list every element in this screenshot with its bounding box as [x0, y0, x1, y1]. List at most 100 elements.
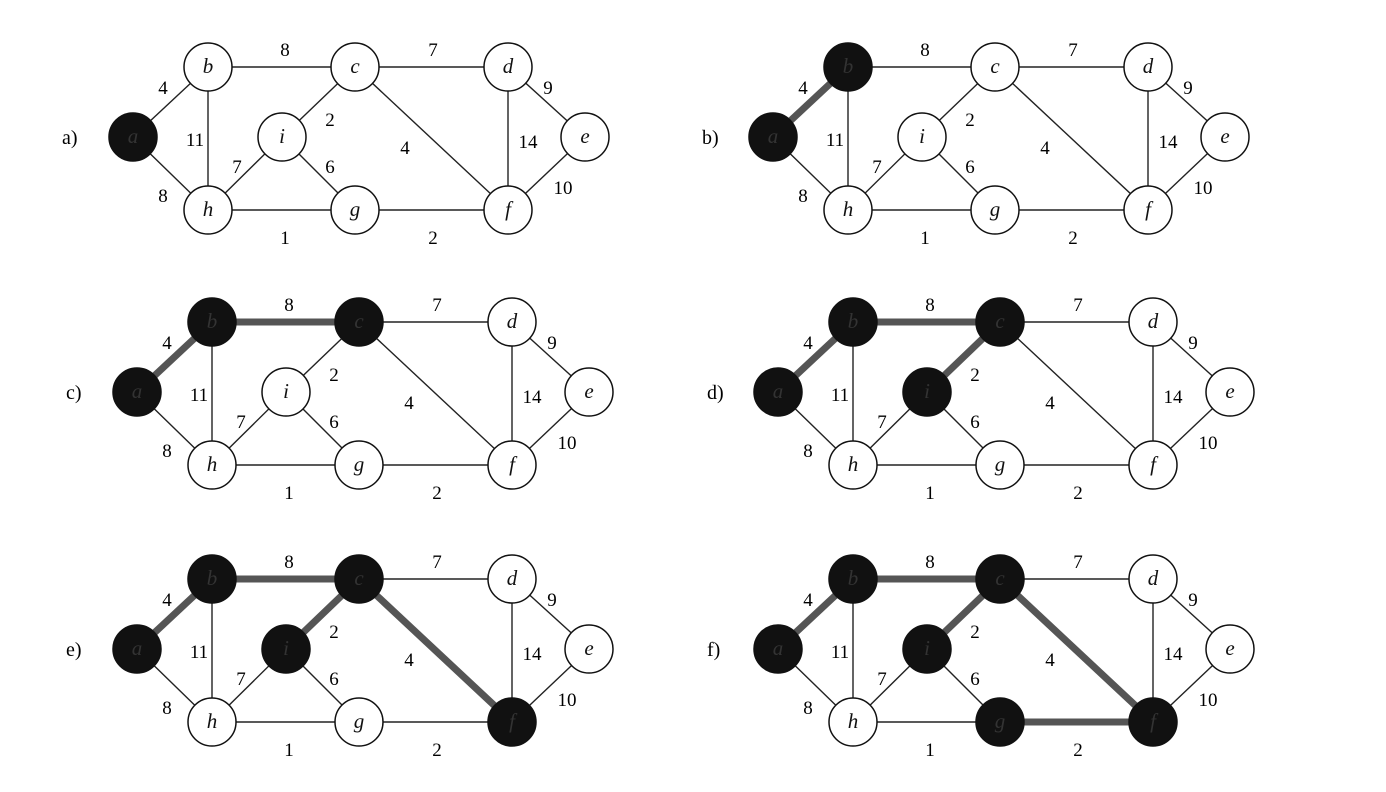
node-i	[261, 367, 311, 417]
node-label-i: i	[279, 124, 285, 148]
edge-weight-g-f: 2	[432, 483, 442, 504]
edge-weight-a-h: 8	[158, 186, 168, 207]
edge-weight-g-f: 2	[432, 740, 442, 761]
node-label-d: d	[507, 309, 518, 333]
node-label-c: c	[350, 54, 360, 78]
node-label-c: c	[354, 566, 364, 590]
edge-weight-b-h: 11	[190, 385, 208, 406]
edge-weight-c-d: 7	[432, 295, 442, 316]
node-label-e: e	[1220, 124, 1229, 148]
node-d	[487, 554, 537, 604]
edge-weight-a-b: 4	[162, 333, 172, 354]
edge-weight-e-f: 10	[1199, 690, 1218, 711]
edge-weight-c-f: 4	[1040, 138, 1050, 159]
node-label-a: a	[768, 124, 779, 148]
edge-weight-h-i: 7	[877, 412, 887, 433]
node-c	[334, 554, 384, 604]
node-g	[334, 440, 384, 490]
edge-weight-a-b: 4	[162, 590, 172, 611]
edge-weight-c-i: 2	[329, 365, 339, 386]
node-label-b: b	[203, 54, 214, 78]
node-e	[1205, 367, 1255, 417]
edge-weight-c-f: 4	[404, 393, 414, 414]
edge-weight-h-g: 1	[284, 740, 294, 761]
node-i	[897, 112, 947, 162]
node-label-g: g	[995, 452, 1006, 476]
edge-weight-b-h: 11	[831, 642, 849, 663]
edge-weight-h-g: 1	[284, 483, 294, 504]
node-label-e: e	[1225, 636, 1234, 660]
edge-weight-d-e: 9	[547, 333, 557, 354]
node-label-i: i	[924, 379, 930, 403]
edge-weight-h-i: 7	[872, 157, 882, 178]
node-f	[487, 697, 537, 747]
node-c	[970, 42, 1020, 92]
node-e	[564, 367, 614, 417]
node-d	[1128, 297, 1178, 347]
edge-c-f	[994, 66, 1149, 211]
node-f	[1128, 440, 1178, 490]
edge-weight-i-g: 6	[970, 412, 980, 433]
node-label-i: i	[919, 124, 925, 148]
edge-weight-b-h: 11	[826, 130, 844, 151]
edge-weight-d-f: 14	[519, 132, 539, 153]
edge-weight-b-c: 8	[925, 552, 935, 573]
node-g	[975, 697, 1025, 747]
node-f	[483, 185, 533, 235]
edge-weight-i-g: 6	[325, 157, 335, 178]
edge-weight-c-f: 4	[1045, 650, 1055, 671]
edge-c-f	[999, 321, 1154, 466]
edge-weight-h-i: 7	[232, 157, 242, 178]
edge-c-f	[358, 321, 513, 466]
edge-weight-c-i: 2	[325, 110, 335, 131]
node-label-h: h	[207, 709, 218, 733]
node-label-g: g	[990, 197, 1001, 221]
node-label-b: b	[848, 309, 859, 333]
edge-weight-i-g: 6	[970, 669, 980, 690]
node-label-h: h	[207, 452, 218, 476]
node-a	[748, 112, 798, 162]
edge-weight-c-i: 2	[965, 110, 975, 131]
panel-label: b)	[702, 127, 719, 149]
node-i	[902, 624, 952, 674]
edge-weight-a-b: 4	[803, 333, 813, 354]
node-f	[487, 440, 537, 490]
tree-edge-c-f	[356, 576, 515, 725]
tree-edge-c-f	[997, 576, 1156, 725]
node-label-d: d	[1148, 309, 1159, 333]
node-a	[112, 624, 162, 674]
edge-weight-e-f: 10	[558, 433, 577, 454]
node-label-h: h	[848, 709, 859, 733]
panel-label: d)	[707, 382, 724, 404]
node-label-e: e	[580, 124, 589, 148]
node-b	[828, 554, 878, 604]
node-label-a: a	[128, 124, 139, 148]
edge-weight-d-f: 14	[523, 644, 543, 665]
node-label-f: f	[1145, 197, 1154, 221]
edge-weight-d-f: 14	[1164, 387, 1184, 408]
node-d	[1128, 554, 1178, 604]
node-label-a: a	[132, 636, 143, 660]
node-label-e: e	[584, 379, 593, 403]
node-label-b: b	[207, 309, 218, 333]
node-label-h: h	[203, 197, 214, 221]
edge-weight-c-i: 2	[970, 365, 980, 386]
edge-weight-b-c: 8	[280, 40, 290, 61]
node-label-f: f	[509, 709, 518, 733]
node-label-c: c	[995, 566, 1005, 590]
node-b	[187, 554, 237, 604]
node-a	[753, 624, 803, 674]
node-g	[970, 185, 1020, 235]
node-e	[1205, 624, 1255, 674]
edge-weight-b-c: 8	[925, 295, 935, 316]
node-label-a: a	[773, 379, 784, 403]
edge-weight-d-f: 14	[523, 387, 543, 408]
node-label-g: g	[354, 452, 365, 476]
node-c	[330, 42, 380, 92]
edge-weight-a-h: 8	[803, 441, 813, 462]
edge-weight-g-f: 2	[1068, 228, 1078, 249]
node-c	[334, 297, 384, 347]
edge-weight-d-f: 14	[1159, 132, 1179, 153]
